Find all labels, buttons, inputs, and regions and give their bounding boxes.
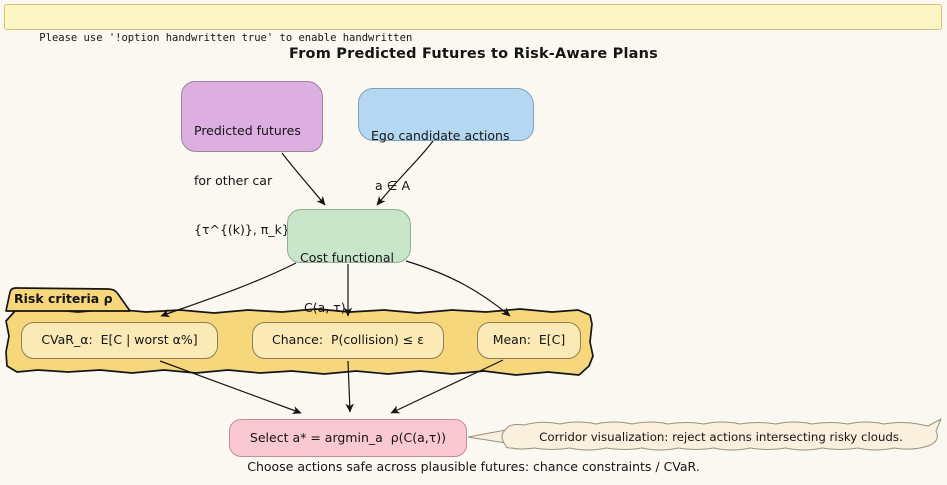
corridor-cloud-tail	[467, 429, 507, 444]
node-predicted-futures: Predicted futures for other car {τ^{(k)}…	[181, 81, 323, 237]
arrow-cost-to-cvar	[160, 262, 297, 318]
arrow-predicted-to-cost	[281, 152, 326, 206]
diagram-caption: Choose actions safe across plausible fut…	[247, 459, 700, 474]
risk-group-label: Risk criteria ρ	[14, 291, 113, 306]
node-chance-constraint: Chance: P(collision) ≤ ε	[252, 322, 444, 359]
node-ego-actions: Ego candidate actions a ∈ A	[358, 88, 534, 193]
notice-banner-text: Please use '!option handwritten true' to…	[39, 32, 413, 44]
node-ego-actions-line2: a ∈ A	[371, 177, 411, 193]
node-predicted-futures-line1: Predicted futures	[194, 123, 301, 138]
arrow-mean-to-select	[390, 359, 504, 414]
corridor-cloud-label: Corridor visualization: reject actions i…	[539, 430, 903, 444]
corridor-cloud	[501, 418, 942, 451]
node-select-action: Select a* = argmin_a ρ(C(a,τ))	[229, 419, 467, 457]
diagram-title: From Predicted Futures to Risk-Aware Pla…	[289, 46, 658, 62]
notice-banner: Please use '!option handwritten true' to…	[4, 4, 942, 44]
node-predicted-futures-line2: for other car	[194, 172, 273, 188]
risk-group-tab	[5, 287, 131, 312]
node-predicted-futures-line3: {τ^{(k)}, π_k}	[194, 222, 290, 237]
arrow-cost-to-mean	[405, 260, 511, 317]
node-cost-functional-line2: C(a, τ)	[300, 299, 346, 315]
node-ego-actions-line1: Ego candidate actions	[371, 128, 510, 143]
arrow-ego-to-cost	[376, 140, 434, 206]
arrow-cvar-to-select	[159, 360, 302, 415]
node-mean: Mean: E[C]	[477, 322, 581, 359]
node-cvar: CVaR_α: E[C | worst α%]	[21, 322, 218, 359]
arrow-chance-to-select	[345, 360, 354, 413]
node-cost-functional: Cost functional C(a, τ)	[287, 209, 411, 315]
node-cost-functional-line1: Cost functional	[300, 250, 394, 265]
